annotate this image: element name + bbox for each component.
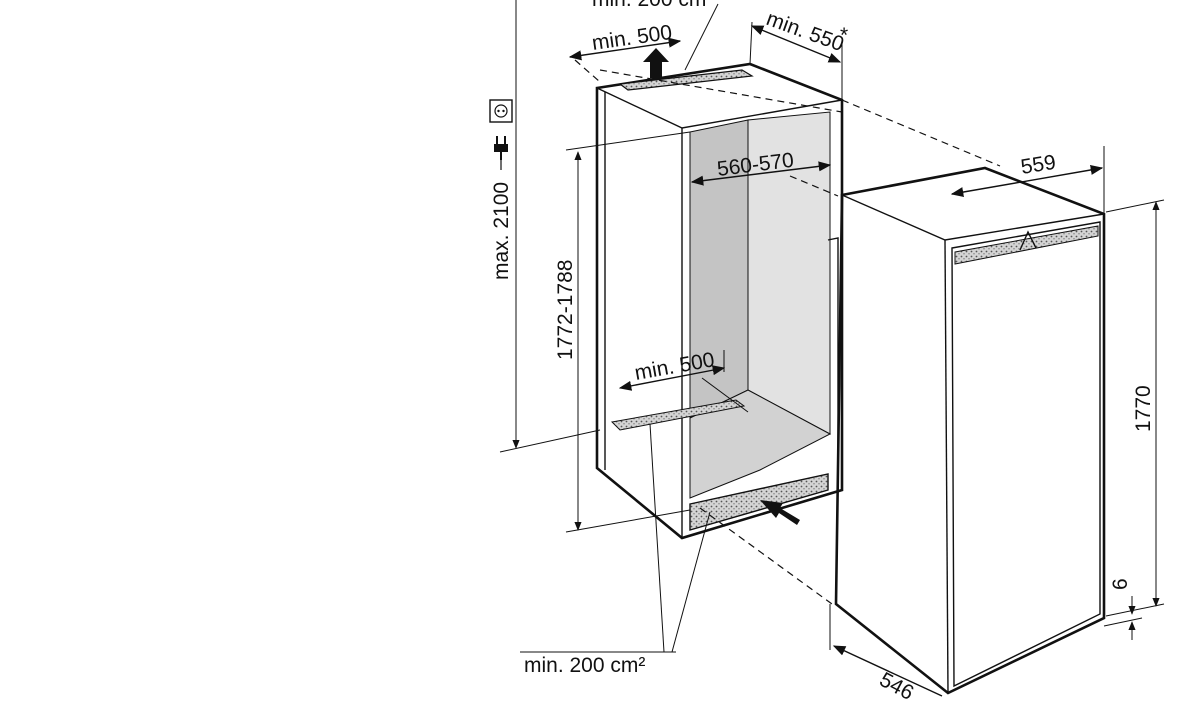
label-niche-height: 1772-1788 <box>554 260 577 360</box>
airflow-out-arrow <box>643 48 669 78</box>
dim-appliance-depth: 546 <box>829 604 943 705</box>
niche-floor <box>689 389 832 499</box>
label-asterisk: * <box>840 24 848 47</box>
dim-appliance-width: 559 <box>950 146 1105 214</box>
label-top-vent: min. 200 cm <box>592 0 706 11</box>
dim-top-vent: min. 200 cm <box>592 0 719 71</box>
label-min-depth: min. 550 <box>763 7 847 56</box>
door-handle-icon <box>1019 230 1037 251</box>
appliance-outline <box>834 166 1106 695</box>
label-appliance-width: 559 <box>1019 151 1057 179</box>
cabinet-niche <box>595 62 844 540</box>
label-max-height: max. 2100 <box>490 182 513 280</box>
airflow-in-arrow <box>760 500 800 525</box>
label-appliance-depth: 546 <box>876 668 918 700</box>
dim-door-gap: 6 <box>1103 578 1143 640</box>
appliance <box>834 166 1106 695</box>
appliance-door <box>951 221 1101 688</box>
dim-max-height: max. 2100 <box>490 0 601 453</box>
dim-vent-area: min. 200 cm² <box>520 423 711 677</box>
dim-appliance-height: 1770 <box>1105 199 1165 617</box>
power-plug-icon <box>494 136 508 170</box>
top-vent-slot <box>618 69 754 91</box>
bottom-rear-vent <box>610 399 746 431</box>
appliance-front-left-edge <box>944 239 949 694</box>
plinth-vent-grille <box>689 473 829 531</box>
dim-top-vent-depth: min. 500 <box>568 21 682 83</box>
label-top-vent-depth: min. 500 <box>590 21 673 55</box>
alignment-guides <box>599 69 1001 605</box>
dim-niche-height: 1772-1788 <box>554 131 691 533</box>
label-vent-area: min. 200 cm² <box>524 654 645 677</box>
power-socket-icon <box>489 99 513 123</box>
label-door-gap: 6 <box>1109 578 1132 590</box>
control-panel <box>954 225 1099 265</box>
label-appliance-height: 1770 <box>1132 385 1155 432</box>
dim-min-depth: min. 550 * <box>749 7 848 100</box>
